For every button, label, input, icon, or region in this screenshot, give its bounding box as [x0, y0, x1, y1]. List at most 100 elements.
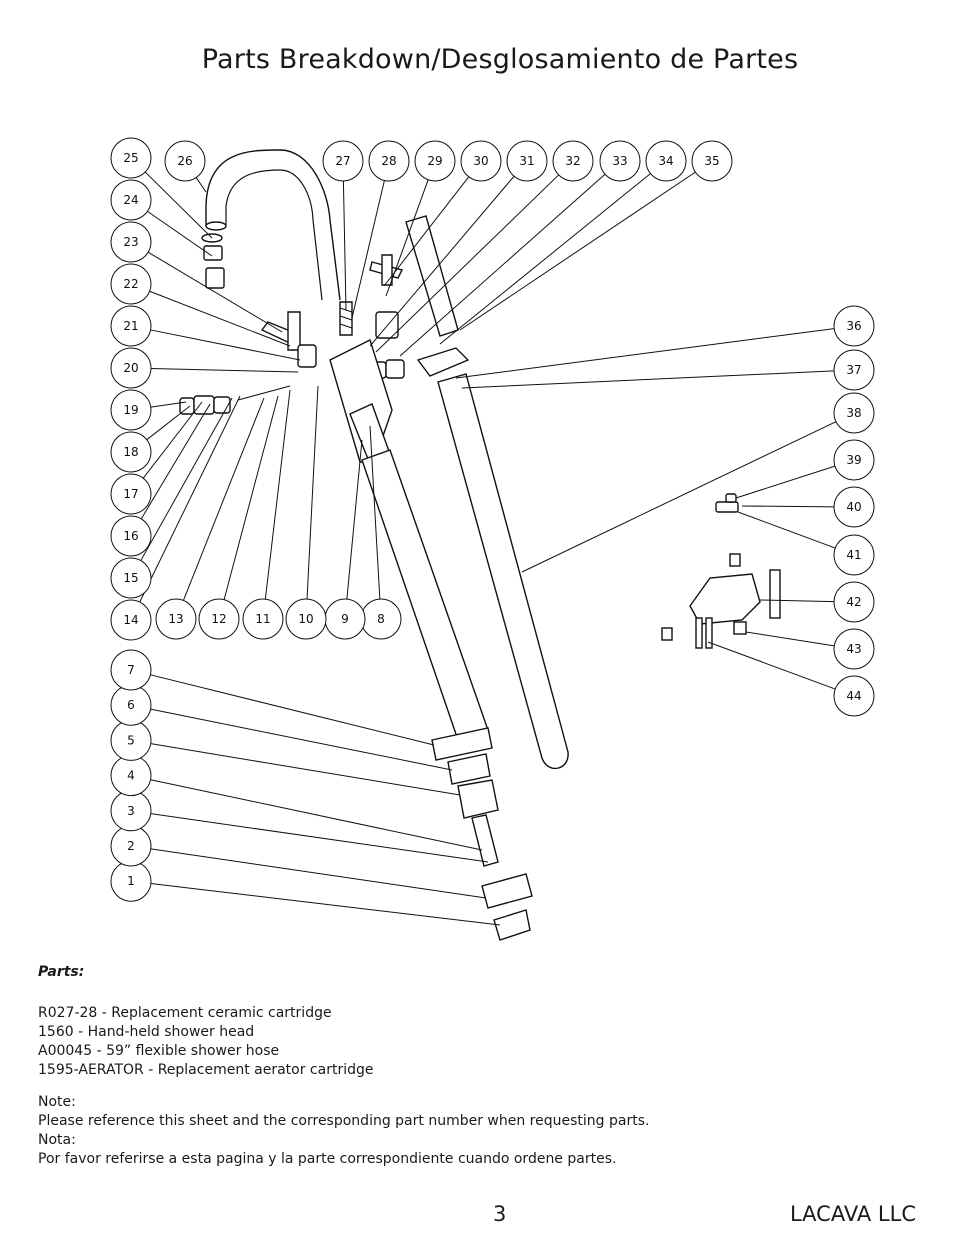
- callout-circles: 1234567891011121314151617181920212223242…: [110, 137, 875, 902]
- callout-label: 31: [519, 154, 534, 168]
- callout-23: 23: [110, 221, 152, 263]
- leader-line-7: [150, 674, 435, 746]
- callout-32: 32: [552, 140, 594, 182]
- mounting-nut: [481, 873, 533, 909]
- callout-label: 2: [127, 839, 135, 853]
- cartridge-left: [297, 344, 317, 368]
- leader-line-10: [306, 385, 319, 600]
- callout-label: 38: [846, 406, 861, 420]
- company-name: LACAVA LLC: [790, 1202, 916, 1226]
- leader-line-8: [369, 425, 381, 600]
- leader-line-40: [741, 505, 835, 508]
- cartridge-right: [375, 311, 399, 339]
- callout-3: 3: [110, 790, 152, 832]
- callout-label: 7: [127, 663, 135, 677]
- callout-label: 1: [127, 874, 135, 888]
- notes: Note: Please reference this sheet and th…: [38, 1093, 649, 1169]
- callout-label: 25: [123, 151, 138, 165]
- callout-label: 22: [123, 277, 138, 291]
- callout-29: 29: [414, 140, 456, 182]
- callout-label: 8: [377, 612, 385, 626]
- parts-list-item: R027-28 - Replacement ceramic cartridge: [38, 1005, 332, 1021]
- callout-39: 39: [833, 439, 875, 481]
- callout-1: 1: [110, 860, 152, 902]
- callout-24: 24: [110, 179, 152, 221]
- leader-line-25: [144, 171, 213, 239]
- leader-line-30: [383, 176, 470, 287]
- callout-6: 6: [110, 684, 152, 726]
- callout-7: 7: [110, 649, 152, 691]
- callout-label: 30: [473, 154, 488, 168]
- leader-line-44: [707, 641, 836, 690]
- parts-list: R027-28 - Replacement ceramic cartridge …: [38, 1004, 373, 1080]
- callout-label: 28: [381, 154, 396, 168]
- callout-37: 37: [833, 349, 875, 391]
- callout-label: 32: [565, 154, 580, 168]
- callout-label: 9: [341, 612, 349, 626]
- leader-line-5: [150, 743, 461, 796]
- callout-30: 30: [460, 140, 502, 182]
- callout-13: 13: [155, 598, 197, 640]
- callout-label: 12: [211, 612, 226, 626]
- callout-label: 19: [123, 403, 138, 417]
- callout-38: 38: [833, 392, 875, 434]
- callout-label: 13: [168, 612, 183, 626]
- callout-label: 6: [127, 698, 135, 712]
- leader-line-23: [147, 251, 283, 333]
- callout-label: 42: [846, 595, 861, 609]
- leader-line-27: [342, 180, 347, 311]
- note-label: Note:: [38, 1094, 76, 1110]
- callout-5: 5: [110, 719, 152, 761]
- callout-label: 39: [846, 453, 861, 467]
- leader-line-3: [150, 813, 489, 863]
- callout-label: 24: [123, 193, 138, 207]
- parts-list-item: 1560 - Hand-held shower head: [38, 1024, 255, 1040]
- faucet-parts-drawing: [179, 149, 781, 941]
- callout-12: 12: [198, 598, 240, 640]
- leader-line-31: [369, 175, 515, 347]
- callout-8: 8: [360, 598, 402, 640]
- callout-label: 40: [846, 500, 861, 514]
- callout-label: 26: [177, 154, 192, 168]
- leader-line-43: [745, 631, 835, 647]
- leader-line-15: [140, 397, 233, 561]
- callout-label: 43: [846, 642, 861, 656]
- leader-line-9: [346, 439, 363, 600]
- nota-text: Por favor referirse a esta pagina y la p…: [38, 1151, 617, 1167]
- leader-lines: [139, 171, 837, 926]
- callout-label: 14: [123, 613, 138, 627]
- leader-line-6: [150, 708, 453, 771]
- parts-heading: Parts:: [38, 964, 85, 980]
- leader-line-36: [455, 328, 835, 379]
- callout-label: 44: [846, 689, 861, 703]
- leader-line-33: [399, 173, 606, 357]
- callout-label: 27: [335, 154, 350, 168]
- exploded-parts-diagram: 1234567891011121314151617181920212223242…: [110, 137, 875, 941]
- leader-line-19: [150, 401, 187, 408]
- leader-line-28: [351, 180, 385, 319]
- callout-label: 5: [127, 733, 135, 747]
- callout-label: 34: [658, 154, 673, 168]
- leader-line-35: [459, 171, 696, 331]
- leader-line-12: [223, 395, 279, 600]
- callout-17: 17: [110, 473, 152, 515]
- leader-line-34: [439, 173, 651, 345]
- leader-line-32: [375, 174, 559, 353]
- leader-line-2: [150, 848, 487, 899]
- callout-label: 35: [704, 154, 719, 168]
- callout-15: 15: [110, 557, 152, 599]
- leader-line-38: [521, 421, 837, 573]
- callout-4: 4: [110, 755, 152, 797]
- callout-label: 4: [127, 769, 135, 783]
- callout-18: 18: [110, 431, 152, 473]
- callout-label: 41: [846, 548, 861, 562]
- callout-label: 20: [123, 361, 138, 375]
- callout-31: 31: [506, 140, 548, 182]
- parts-list-item: A00045 - 59” flexible shower hose: [38, 1043, 280, 1059]
- callout-40: 40: [833, 486, 875, 528]
- leader-line-4: [150, 779, 483, 851]
- callout-2: 2: [110, 825, 152, 867]
- leader-line-20: [150, 367, 299, 373]
- callout-11: 11: [242, 598, 284, 640]
- callout-14: 14: [110, 599, 152, 641]
